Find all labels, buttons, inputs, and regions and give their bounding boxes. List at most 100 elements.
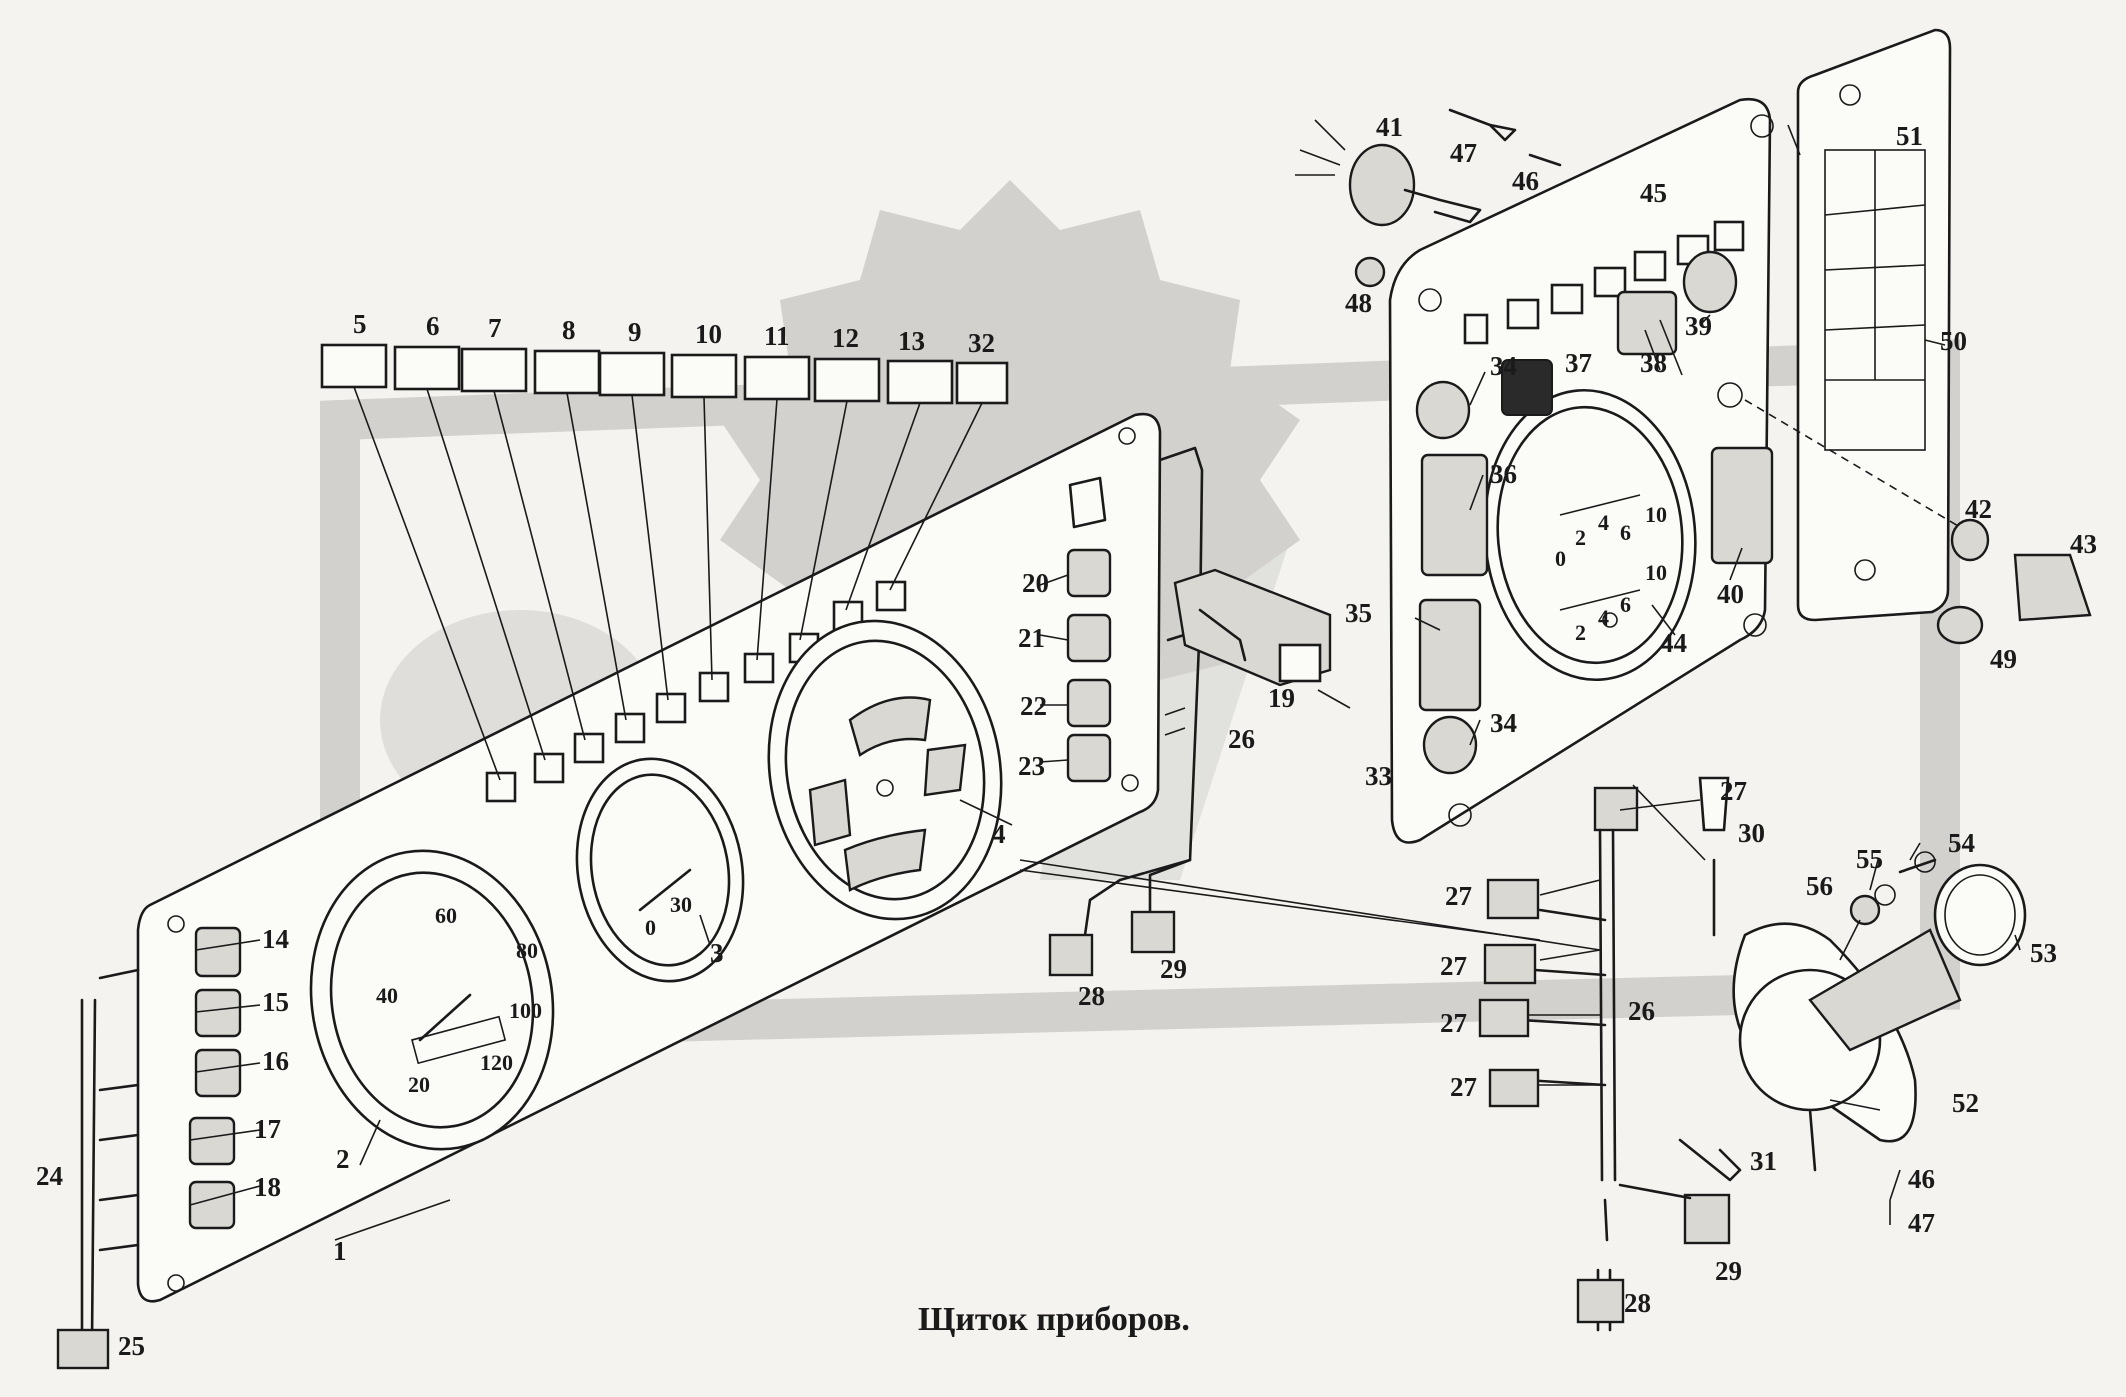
callout-27-a: 27 xyxy=(1445,881,1472,911)
callout-11: 11 xyxy=(764,321,790,351)
callout-15: 15 xyxy=(262,987,289,1017)
callout-29-upper: 29 xyxy=(1160,954,1187,984)
callout-39: 39 xyxy=(1685,311,1712,341)
callout-54: 54 xyxy=(1948,828,1975,858)
rocker-switch-19 xyxy=(1173,568,1332,687)
parts-42-43-49 xyxy=(1744,399,2092,645)
callout-51: 51 xyxy=(1896,121,1923,151)
callout-37: 37 xyxy=(1565,348,1592,378)
gauge44-upper-2: 2 xyxy=(1575,525,1586,550)
callout-16: 16 xyxy=(262,1046,289,1076)
callout-26-upper: 26 xyxy=(1228,724,1255,754)
callout-26-lower: 26 xyxy=(1628,996,1655,1026)
diagram-caption: Щиток приборов. xyxy=(918,1301,1190,1338)
knob-39 xyxy=(1682,250,1738,314)
callout-4: 4 xyxy=(992,819,1006,849)
callout-50: 50 xyxy=(1940,326,1967,356)
pressure-gauge-53 xyxy=(1732,851,2027,1172)
warning-symbol-strip xyxy=(320,343,1009,781)
left-switch-stack xyxy=(188,926,242,1230)
callout-35: 35 xyxy=(1345,598,1372,628)
callout-36: 36 xyxy=(1490,459,1517,489)
callout-45: 45 xyxy=(1640,178,1667,208)
callout-41: 41 xyxy=(1376,112,1403,142)
callout-17: 17 xyxy=(254,1114,281,1144)
callout-44: 44 xyxy=(1660,628,1687,658)
switch-37 xyxy=(1501,359,1553,416)
callout-30: 30 xyxy=(1738,818,1765,848)
callout-1: 1 xyxy=(333,1236,347,1266)
tachometer-label-0: 0 xyxy=(645,915,656,940)
callout-43: 43 xyxy=(2070,529,2097,559)
callout-49: 49 xyxy=(1990,644,2017,674)
callout-34-upper: 34 xyxy=(1490,351,1517,381)
callout-6: 6 xyxy=(426,311,440,341)
tachometer-label-30: 30 xyxy=(670,892,692,917)
callout-2: 2 xyxy=(336,1144,350,1174)
button-34-upper xyxy=(1415,380,1471,440)
gauge44-lower-2: 2 xyxy=(1575,620,1586,645)
combination-gauge xyxy=(767,619,1003,921)
wiring-harness-right xyxy=(1478,776,1742,1332)
callout-34-lower: 34 xyxy=(1490,708,1517,738)
callout-48: 48 xyxy=(1345,288,1372,318)
callout-46-lower: 46 xyxy=(1908,1164,1935,1194)
right-switch-stack xyxy=(1066,548,1112,783)
callout-10: 10 xyxy=(695,319,722,349)
callout-56: 56 xyxy=(1806,871,1833,901)
callout-29-lower: 29 xyxy=(1715,1256,1742,1286)
callout-24: 24 xyxy=(36,1161,63,1191)
callout-23: 23 xyxy=(1018,751,1045,781)
callout-21: 21 xyxy=(1018,623,1045,653)
gauge44-upper-0: 0 xyxy=(1555,546,1566,571)
symbol-plate-50 xyxy=(1796,28,1952,622)
callout-27-b: 27 xyxy=(1440,951,1467,981)
callout-22: 22 xyxy=(1020,691,1047,721)
speedometer-label-40: 40 xyxy=(376,983,398,1008)
callout-5: 5 xyxy=(353,309,367,339)
gauge44-upper-4: 4 xyxy=(1598,510,1609,535)
left-instrument-panel: 20 40 60 80 100 120 0 30 xyxy=(136,412,1162,1303)
switch-40 xyxy=(1710,446,1774,565)
callout-42: 42 xyxy=(1965,494,1992,524)
tachometer: 0 30 xyxy=(575,757,745,983)
connector-28-upper xyxy=(1048,933,1094,977)
callout-8: 8 xyxy=(562,315,576,345)
callout-27-d: 27 xyxy=(1450,1072,1477,1102)
callout-14: 14 xyxy=(262,924,289,954)
bulb-47-46 xyxy=(1448,108,1562,167)
callout-7: 7 xyxy=(488,313,502,343)
callout-28-lower: 28 xyxy=(1624,1288,1651,1318)
callout-9: 9 xyxy=(628,317,642,347)
speedometer: 20 40 60 80 100 120 xyxy=(309,849,555,1151)
indicator-strip-45 xyxy=(1463,220,1745,345)
switch-38 xyxy=(1616,290,1678,356)
callout-31: 31 xyxy=(1750,1146,1777,1176)
gauge44-lower-6: 6 xyxy=(1620,592,1631,617)
callout-3: 3 xyxy=(710,938,724,968)
callout-46-upper: 46 xyxy=(1512,166,1539,196)
callout-27-c: 27 xyxy=(1440,1008,1467,1038)
switch-35 xyxy=(1418,598,1482,712)
right-instrument-panel: 0 2 4 6 10 2 4 6 10 xyxy=(1388,97,1774,844)
speedometer-label-120: 120 xyxy=(480,1050,513,1075)
speedometer-label-60: 60 xyxy=(435,903,457,928)
gauge44-upper-10: 10 xyxy=(1645,502,1667,527)
callout-25: 25 xyxy=(118,1331,145,1361)
speedometer-label-80: 80 xyxy=(516,938,538,963)
leader-lines xyxy=(189,124,2021,1241)
callout-32: 32 xyxy=(968,328,995,358)
callout-52: 52 xyxy=(1952,1088,1979,1118)
lamp-socket-41 xyxy=(1295,119,1482,227)
callout-19: 19 xyxy=(1268,683,1295,713)
callout-47-upper: 47 xyxy=(1450,138,1477,168)
callout-33: 33 xyxy=(1365,761,1392,791)
callout-28-upper: 28 xyxy=(1078,981,1105,1011)
callout-40: 40 xyxy=(1717,579,1744,609)
callout-55: 55 xyxy=(1856,844,1883,874)
button-34-lower xyxy=(1422,715,1478,775)
callout-27-upper: 27 xyxy=(1720,776,1747,806)
gauge44-lower-10: 10 xyxy=(1645,560,1667,585)
